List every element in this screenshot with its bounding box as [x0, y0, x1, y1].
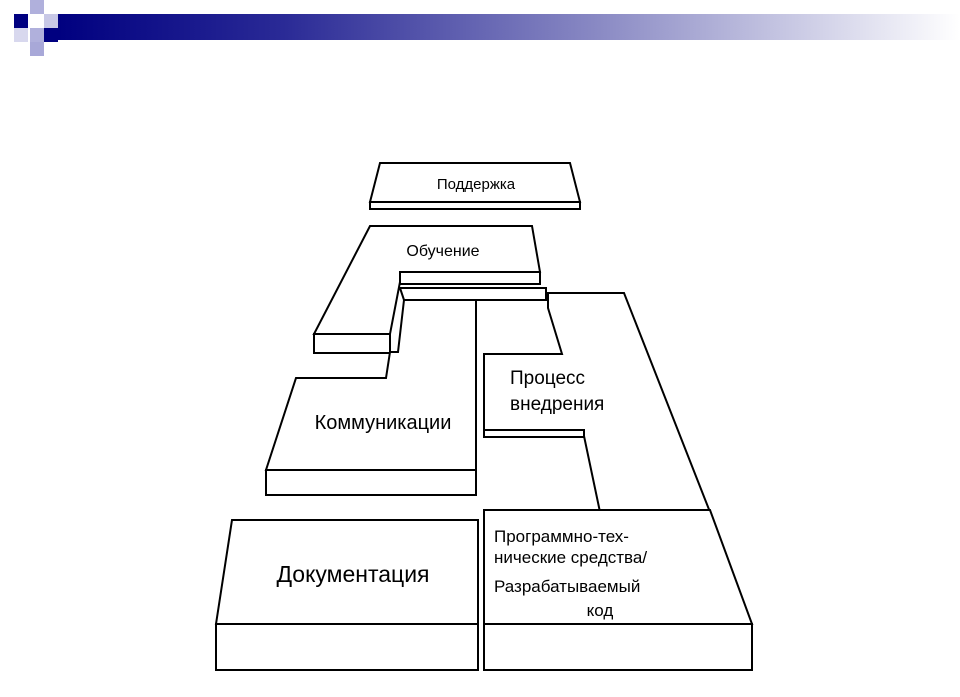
label-software-line1: Программно-тех-	[494, 527, 629, 546]
block-software-code	[483, 509, 754, 671]
label-training: Обучение	[406, 243, 479, 260]
header-square-light-1	[30, 0, 44, 14]
label-support: Поддержка	[437, 176, 516, 193]
header-square-light-4	[30, 42, 44, 56]
block-training	[312, 225, 542, 354]
label-process-line2: внедрения	[510, 394, 604, 415]
label-software-line3: Разрабатываемый	[494, 577, 640, 596]
label-documentation: Документация	[276, 561, 429, 587]
slide-header-decoration	[0, 0, 960, 60]
label-software-line4: код	[587, 601, 614, 620]
block-implementation-process	[483, 292, 712, 513]
label-communications: Коммуникации	[315, 412, 452, 434]
label-software-line2: нические средства/	[494, 548, 647, 567]
header-square-light-3	[30, 28, 44, 42]
block-documentation	[214, 519, 479, 671]
header-square-dark-2	[44, 28, 58, 42]
header-square-light-5	[14, 28, 28, 42]
block-communications	[264, 287, 547, 496]
header-square-light-2	[44, 14, 58, 28]
header-gradient-bar	[58, 14, 960, 40]
label-process-line1: Процесс	[510, 368, 585, 389]
header-square-dark-1	[14, 14, 28, 28]
block-support	[368, 162, 582, 210]
